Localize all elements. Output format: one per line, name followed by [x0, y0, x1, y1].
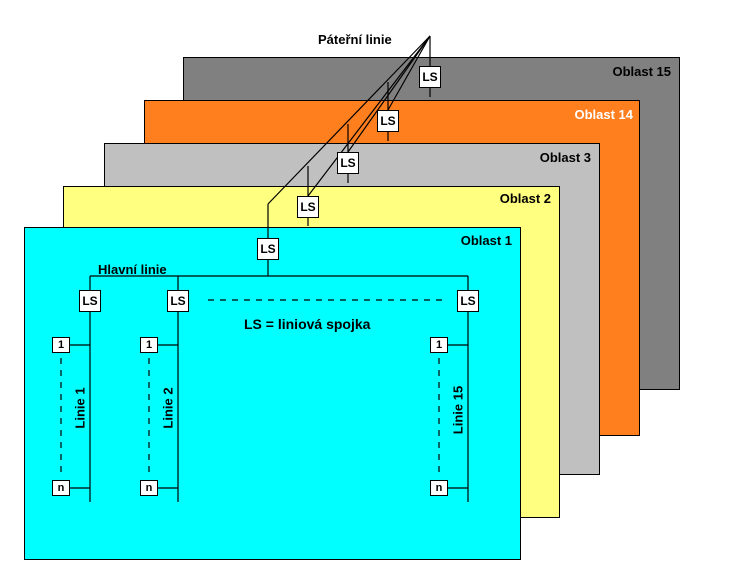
area-1-panel: Oblast 1 — [24, 227, 521, 560]
line-coupler-area-3: LS — [337, 152, 359, 174]
line-1-first-device: 1 — [52, 337, 70, 353]
legend-text: LS = liniová spojka — [244, 316, 371, 332]
area-1-label: Oblast 1 — [460, 233, 512, 248]
line-2-label: Linie 2 — [160, 387, 176, 429]
line-coupler-line-1: LS — [79, 290, 101, 312]
main-line-label: Hlavní linie — [98, 262, 167, 277]
line-coupler-area-2: LS — [297, 196, 319, 218]
line-coupler-area-14: LS — [377, 110, 399, 132]
line-coupler-area-15: LS — [419, 66, 441, 88]
line-2-last-device: n — [140, 480, 158, 496]
line-15-label: Linie 15 — [450, 385, 466, 435]
area-3-label: Oblast 3 — [539, 150, 591, 165]
area-15-label: Oblast 15 — [612, 64, 671, 79]
line-15-first-device: 1 — [430, 337, 448, 353]
backbone-label: Páteřní linie — [318, 32, 392, 47]
area-14-label: Oblast 14 — [574, 107, 633, 122]
line-coupler-area-1: LS — [257, 238, 279, 260]
line-1-last-device: n — [52, 480, 70, 496]
area-2-label: Oblast 2 — [499, 191, 551, 206]
line-coupler-line-2: LS — [167, 290, 189, 312]
line-2-first-device: 1 — [140, 337, 158, 353]
line-1-label: Linie 1 — [72, 387, 88, 429]
line-coupler-line-15: LS — [457, 290, 479, 312]
line-15-last-device: n — [430, 480, 448, 496]
